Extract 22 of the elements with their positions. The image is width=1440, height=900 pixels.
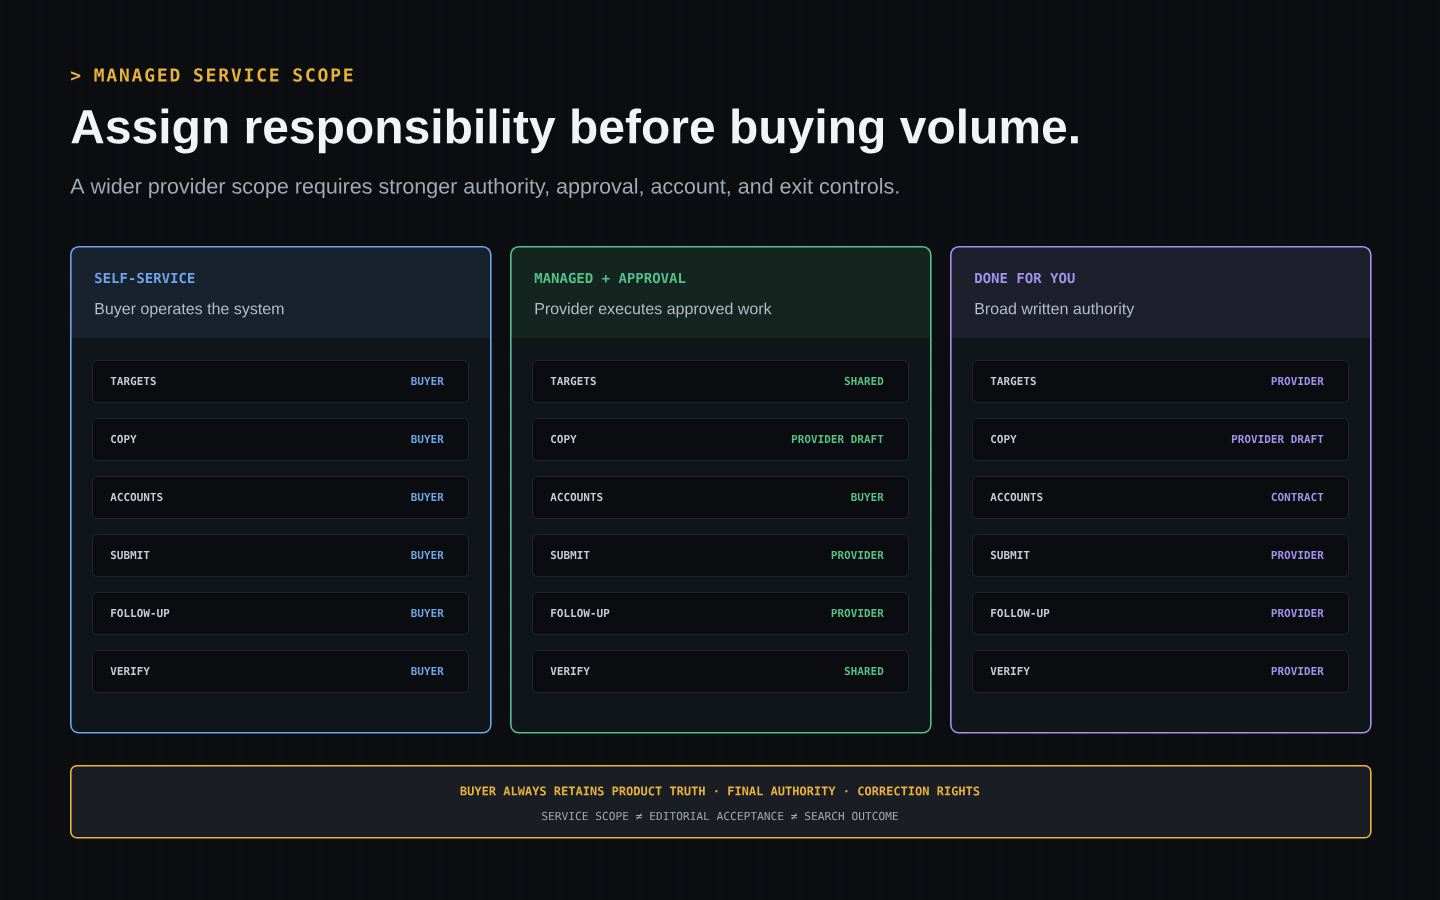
role-row: ACCOUNTS CONTRACT: [972, 476, 1349, 519]
role-row: SUBMIT PROVIDER: [972, 534, 1349, 577]
page-subtitle: A wider provider scope requires stronger authority, approval, account, and exit controls.: [70, 178, 899, 198]
role-row: COPY PROVIDER DRAFT: [972, 418, 1349, 461]
role-row: ACCOUNTS BUYER: [532, 476, 909, 519]
role-row: COPY BUYER: [92, 418, 469, 461]
role-row: FOLLOW-UP PROVIDER: [972, 592, 1349, 635]
role-row: FOLLOW-UP BUYER: [92, 592, 469, 635]
kicker-text: > MANAGED SERVICE SCOPE: [70, 68, 353, 82]
role-row: VERIFY SHARED: [532, 650, 909, 693]
role-row: FOLLOW-UP PROVIDER: [532, 592, 909, 635]
role-row: TARGETS SHARED: [532, 360, 909, 403]
role-row: TARGETS BUYER: [92, 360, 469, 403]
page-title: Assign responsibility before buying volume.: [71, 108, 1078, 154]
role-row: COPY PROVIDER DRAFT: [532, 418, 909, 461]
role-row: SUBMIT BUYER: [92, 534, 469, 577]
role-row: VERIFY PROVIDER: [972, 650, 1349, 693]
note-banner: BUYER ALWAYS RETAINS PRODUCT TRUTH · FINAL AUTHORITY · CORRECTION RIGHTS SERVICE SCOPE ≠ EDITORIAL ACCEPTANCE ≠ SEARCH OUTCOME: [70, 765, 1372, 839]
role-row: ACCOUNTS BUYER: [92, 476, 469, 519]
role-row: TARGETS PROVIDER: [972, 360, 1349, 403]
role-row: VERIFY BUYER: [92, 650, 469, 693]
role-row: SUBMIT PROVIDER: [532, 534, 909, 577]
